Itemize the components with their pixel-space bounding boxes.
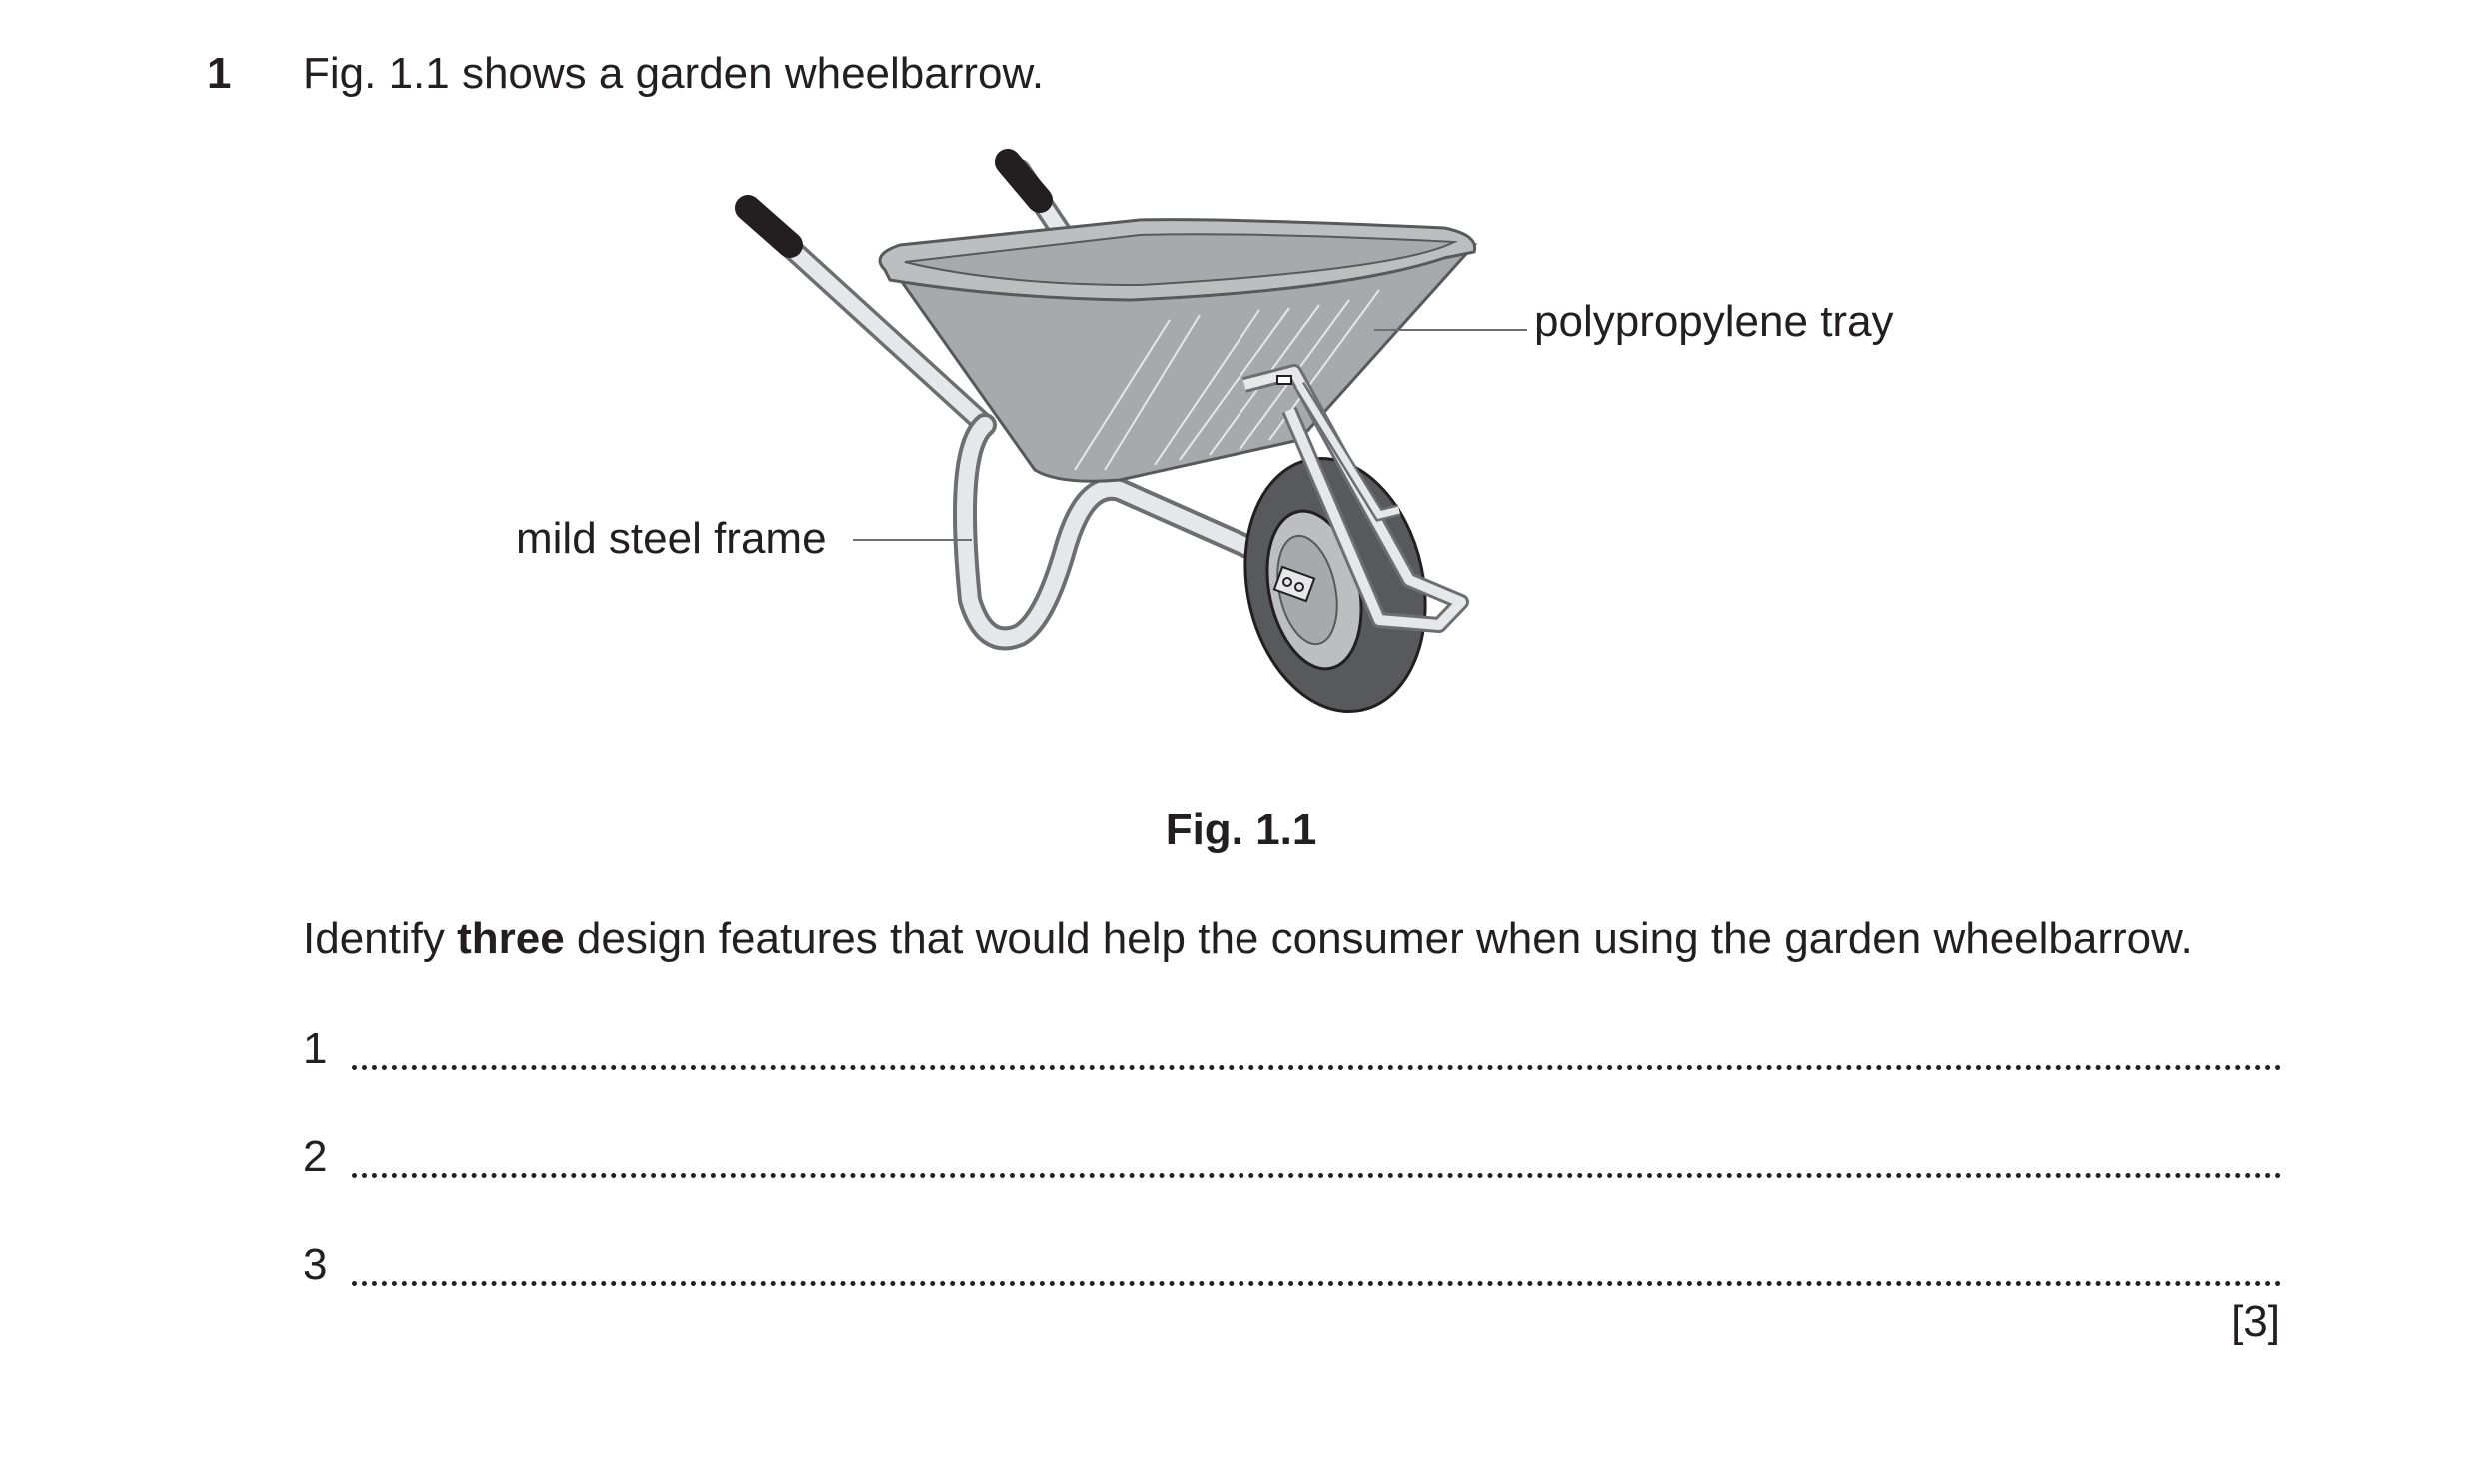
instruction-before: Identify xyxy=(303,914,458,963)
figure-caption: Fig. 1.1 xyxy=(0,802,2480,858)
dotted-answer-line[interactable] xyxy=(352,1129,2282,1178)
answer-line-2[interactable]: 2 xyxy=(303,1129,2282,1185)
figure-caption-text: Fig. 1.1 xyxy=(1165,805,1317,854)
question-number: 1 xyxy=(207,49,232,98)
dotted-answer-line[interactable] xyxy=(352,1021,2282,1070)
wheel-bracket xyxy=(1241,364,1469,633)
answer-number: 1 xyxy=(303,1024,328,1073)
marks-allocation: [3] xyxy=(2231,1297,2280,1346)
wheelbarrow-illustration xyxy=(735,149,1527,714)
dotted-answer-line[interactable] xyxy=(352,1237,2282,1286)
frame-label: mild steel frame xyxy=(516,514,827,563)
question-intro: Fig. 1.1 shows a garden wheelbarrow. xyxy=(303,49,1045,98)
answer-line-3[interactable]: 3 xyxy=(303,1237,2282,1293)
instruction-text: Identify three design features that woul… xyxy=(303,911,2193,967)
tray xyxy=(878,218,1478,483)
tray-label: polypropylene tray xyxy=(1534,297,1894,346)
instruction-emphasis: three xyxy=(457,914,565,963)
answer-number: 3 xyxy=(303,1240,328,1289)
handle-grip xyxy=(735,195,803,258)
answer-number: 2 xyxy=(303,1132,328,1181)
answer-line-1[interactable]: 1 xyxy=(303,1021,2282,1077)
instruction-after: design features that would help the cons… xyxy=(564,914,2193,963)
